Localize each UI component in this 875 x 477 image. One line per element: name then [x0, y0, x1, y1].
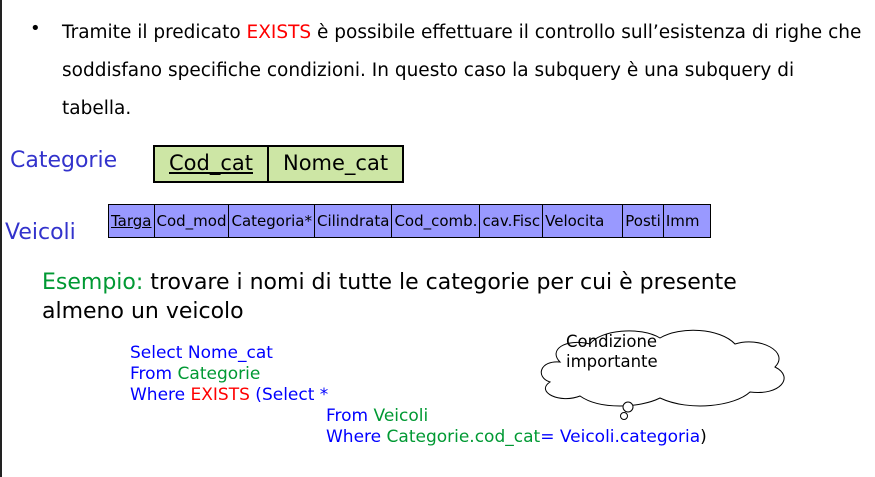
veicoli-column-cav-fisc: cav.Fisc	[479, 204, 544, 238]
sql-line-sub-from: From Veicoli	[130, 406, 707, 427]
veicoli-column-imm: Imm	[662, 204, 711, 238]
sql-line-where-exists: Where EXISTS (Select *	[130, 385, 707, 406]
callout-text: Condizione importante	[566, 332, 658, 372]
veicoli-column-posti: Posti	[622, 204, 664, 238]
sql-line-select: Select Nome_cat	[130, 343, 273, 363]
veicoli-column-categoria: Categoria*	[228, 204, 315, 238]
sql-from-keyword: From	[130, 364, 178, 384]
sql-sub-from-table: Veicoli	[373, 406, 429, 426]
categorie-schema-table: Cod_cat Nome_cat	[153, 145, 405, 183]
categorie-column-cod-cat: Cod_cat	[153, 145, 269, 183]
categorie-label: Categorie	[10, 148, 118, 173]
example-paragraph: Esempio: trovare i nomi di tutte le cate…	[42, 268, 762, 326]
veicoli-column-cilindrata: Cilindrata	[313, 204, 393, 238]
sql-where-keyword: Where	[130, 385, 191, 405]
sql-sub-where-keyword: Where	[326, 427, 387, 447]
sql-close-paren: )	[700, 427, 707, 447]
veicoli-column-cod-mod: Cod_mod	[153, 204, 230, 238]
veicoli-label: Veicoli	[5, 220, 76, 245]
callout-line-1: Condizione	[566, 332, 658, 351]
intro-text-after: è possibile effettuare il controllo sull…	[62, 22, 862, 119]
veicoli-schema-table: Targa Cod_mod Categoria* Cilindrata Cod_…	[108, 204, 711, 238]
sql-query-block: Select Nome_cat From Categorie Where EXI…	[130, 343, 707, 448]
veicoli-column-cod-comb: Cod_comb.	[391, 204, 481, 238]
veicoli-column-targa: Targa	[108, 204, 155, 238]
bullet-point: •	[30, 18, 41, 39]
sql-join-left: Categorie.cod_cat	[386, 427, 541, 447]
sql-exists-keyword: EXISTS	[190, 385, 250, 405]
slide-left-border	[0, 0, 2, 477]
sql-join-right: Veicoli.categoria	[559, 427, 701, 447]
example-label: Esempio:	[42, 270, 144, 295]
intro-text-before: Tramite il predicato	[62, 22, 247, 43]
veicoli-schema-row: Targa Cod_mod Categoria* Cilindrata Cod_…	[108, 204, 711, 238]
exists-keyword: EXISTS	[246, 22, 312, 43]
sql-sub-from-keyword: From	[326, 406, 374, 426]
categorie-schema-row: Cod_cat Nome_cat	[153, 145, 405, 183]
sql-line-sub-where: Where Categorie.cod_cat= Veicoli.categor…	[130, 427, 707, 448]
sql-from-table: Categorie	[177, 364, 261, 384]
sql-subquery-select: (Select *	[249, 385, 329, 405]
categorie-column-nome-cat: Nome_cat	[266, 145, 405, 183]
thought-cloud-icon	[540, 329, 785, 420]
callout-line-2: importante	[566, 352, 658, 371]
veicoli-column-velocita: Velocita	[542, 204, 624, 238]
example-text: trovare i nomi di tutte le categorie per…	[42, 270, 737, 324]
sql-line-from: From Categorie	[130, 364, 707, 385]
sql-join-equals: =	[540, 427, 560, 447]
intro-paragraph: Tramite il predicato EXISTS è possibile …	[62, 14, 862, 128]
